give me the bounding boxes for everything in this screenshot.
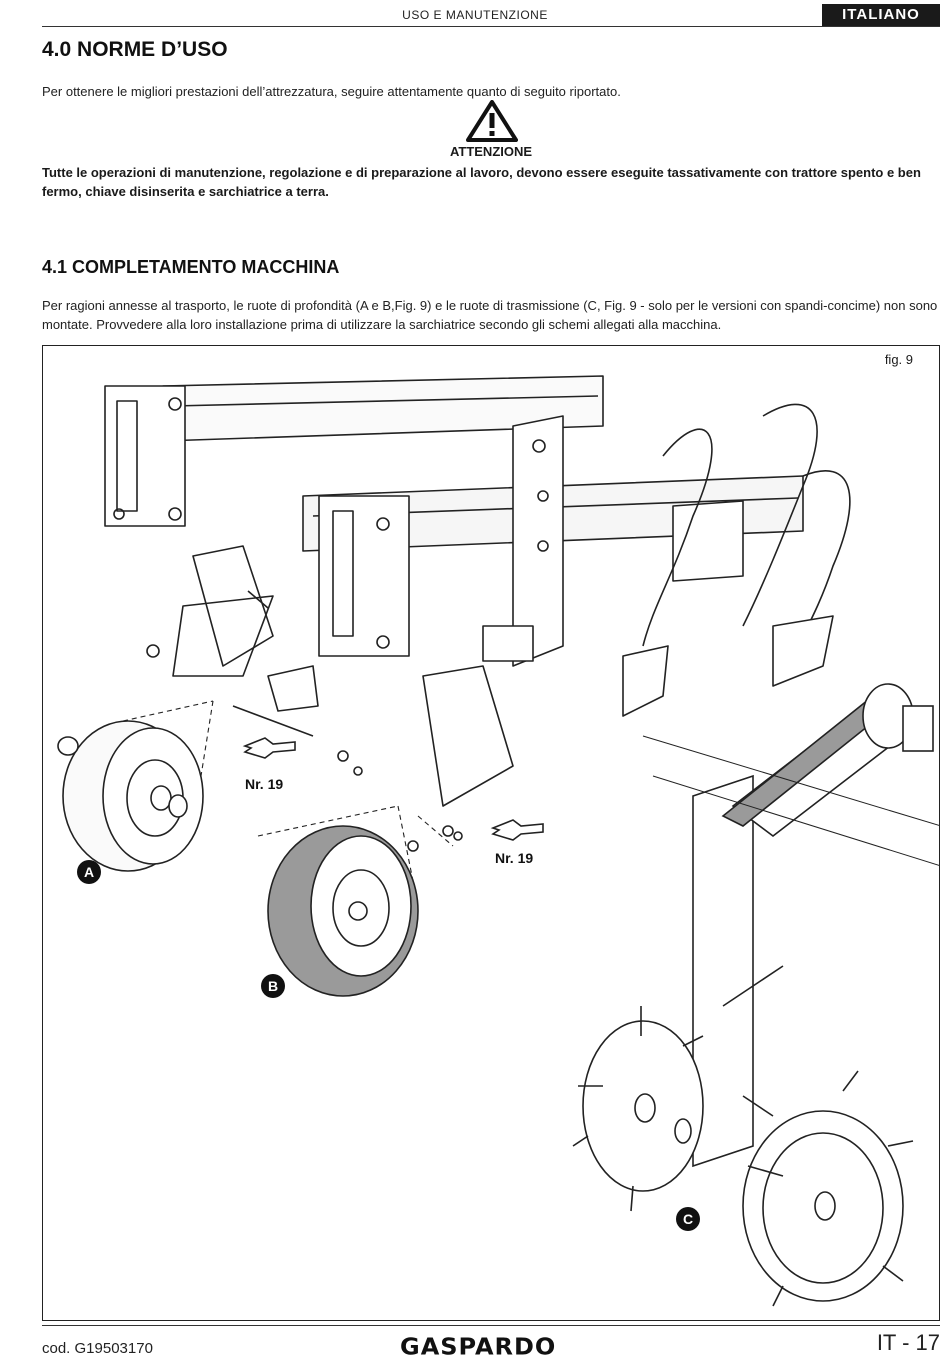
machine-illustration: Nr. 19 Nr. 19	[57, 375, 939, 1307]
wrench-size-label-1: Nr. 19	[245, 776, 283, 792]
section-title-4-1: 4.1 COMPLETAMENTO MACCHINA	[42, 257, 340, 277]
wheel-a	[57, 720, 204, 872]
page-number: IT - 17	[876, 1330, 940, 1355]
svg-text:A: A	[84, 864, 94, 880]
warning-text: Tutte le operazioni di manutenzione, reg…	[42, 165, 921, 199]
callout-b: B	[261, 974, 285, 998]
wrench-icon-1	[242, 737, 296, 759]
header-section-title: USO E MANUTENZIONE	[402, 8, 548, 22]
callout-c: C	[676, 1207, 700, 1231]
wrench-icon-2	[490, 819, 544, 841]
brand-logo: GASPARDO	[400, 1333, 557, 1361]
svg-text:C: C	[683, 1211, 693, 1227]
section-title-4-0: 4.0 NORME D’USO	[42, 38, 228, 61]
wheel-c-right	[742, 1070, 914, 1307]
assembly-paragraph: Per ragioni annesse al trasporto, le ruo…	[42, 298, 938, 332]
transmission-assembly	[642, 683, 939, 1168]
callout-a: A	[77, 860, 101, 884]
document-code: cod. G19503170	[42, 1340, 153, 1357]
warning-icon	[466, 100, 518, 142]
wheel-b	[267, 825, 419, 997]
language-badge: ITALIANO	[822, 4, 940, 26]
footer-divider	[42, 1325, 940, 1326]
figure-9-frame: fig. 9	[42, 345, 940, 1321]
warning-label: ATTENZIONE	[449, 144, 533, 159]
header-divider	[42, 26, 940, 27]
intro-paragraph: Per ottenere le migliori prestazioni del…	[42, 84, 621, 99]
svg-text:B: B	[268, 978, 278, 994]
wheel-c-left	[572, 1006, 704, 1212]
figure-label: fig. 9	[884, 352, 913, 367]
wrench-size-label-2: Nr. 19	[495, 850, 533, 866]
